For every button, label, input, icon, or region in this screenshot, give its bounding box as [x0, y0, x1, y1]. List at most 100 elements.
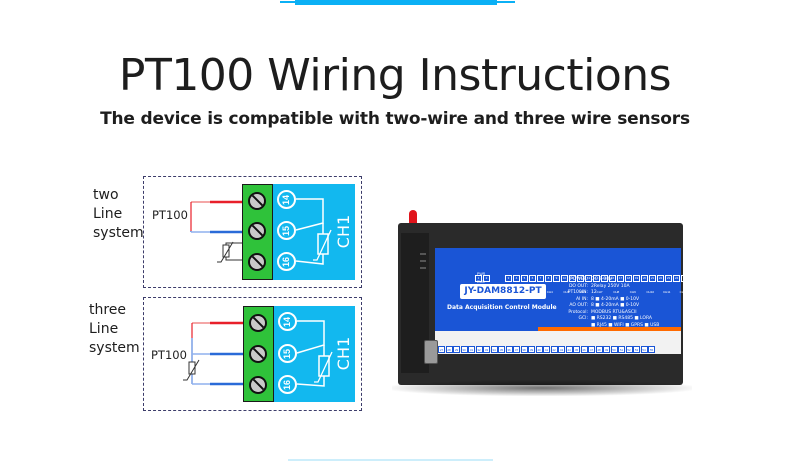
device-bottom-pin: 46	[580, 346, 588, 353]
device-bottom-pin: 31	[468, 346, 475, 353]
pin-16: 16	[278, 375, 297, 394]
device-bottom-pin: 55	[648, 346, 655, 353]
antenna	[409, 210, 417, 228]
device-bottom-pin: 37	[513, 346, 520, 353]
internal-rtd-circuit	[296, 320, 333, 387]
device-top-pin: 10	[561, 275, 568, 282]
spec-value: MODBUS RTU&ASCII	[591, 309, 637, 315]
device-top-pin: 1	[475, 275, 482, 282]
two-line-system-label: two Line system	[93, 186, 144, 243]
device-channel-label: CH4	[546, 290, 553, 294]
device-top-pin: 20	[641, 275, 648, 282]
spec-value: 12	[591, 290, 597, 295]
two-wire-diagram	[143, 176, 362, 288]
screw-terminal[interactable]	[249, 345, 267, 363]
device-top-pin: 6	[529, 275, 536, 282]
device-channel-label: CH9	[629, 290, 636, 294]
device-bottom-pin: 47	[588, 346, 595, 353]
device-top-pin: 18	[625, 275, 632, 282]
sensor-label: PT100	[151, 348, 187, 362]
three-line-system-label: three Line system	[89, 301, 140, 358]
spec-key: POWER:	[569, 277, 588, 282]
channel-panel: 14 15 16 CH1	[273, 184, 355, 280]
device-bottom-pin: 28	[445, 346, 453, 353]
spec-key	[548, 323, 588, 330]
device-bottom-pin: 49	[603, 346, 610, 353]
device-top-pin: 8	[545, 275, 552, 282]
resistor-icon	[183, 359, 200, 381]
device-bottom-pin: 54	[640, 346, 648, 353]
device-bottom-pin: 30	[460, 346, 468, 353]
device-top-pin: 15	[601, 275, 608, 282]
terminal-block	[242, 184, 273, 280]
three-wire-diagram	[143, 297, 362, 411]
pin-14: 14	[277, 190, 296, 209]
system-label-line: system	[93, 225, 144, 241]
screw-terminal[interactable]	[248, 222, 266, 240]
device-bottom-pin: 44	[565, 346, 573, 353]
channel-label: CH1	[334, 336, 354, 371]
resistor-icon	[217, 241, 242, 263]
device-top-pin: 17	[617, 275, 624, 282]
status-label-pwr: PWR	[477, 272, 486, 276]
device-top-pin: 24	[673, 275, 680, 282]
page-subtitle: The device is compatible with two-wire a…	[100, 109, 690, 129]
led-indicator	[420, 253, 426, 255]
sensor-label: PT100	[152, 208, 188, 222]
device-bottom-pin: 35	[498, 346, 505, 353]
device-bottom-pin: 38	[520, 346, 528, 353]
blue-wire	[190, 230, 242, 234]
device-channel-label: CH11	[663, 290, 671, 294]
spec-value: ■ RJ45 ■ WIFI ■ GPRS ■ USB	[591, 322, 660, 328]
spec-value: DC 7-30V	[591, 277, 613, 282]
spec-value: 8 ■ 4-20mA ■ 0-10V	[591, 296, 640, 302]
device-top-pin: 26	[689, 275, 696, 282]
spec-key: DO OUT:	[568, 283, 588, 289]
module-description: Data Acquisition Control Module	[447, 304, 557, 311]
screw-terminal[interactable]	[248, 192, 266, 210]
blue-wire	[191, 338, 244, 386]
device-bottom-pin: 36	[505, 346, 513, 353]
device-channel-label: CH12	[679, 290, 688, 294]
spec-key: Protocol:	[568, 309, 588, 315]
spec-key: PT100IN:	[567, 290, 588, 295]
pin-15: 15	[278, 344, 297, 363]
device-bottom-pin: 42	[550, 346, 558, 353]
device-bottom-pin: 34	[490, 346, 498, 353]
device-channel-label: CH6	[580, 290, 587, 294]
screw-terminal[interactable]	[249, 376, 267, 394]
device-bottom-pin: 33	[483, 346, 490, 353]
device-top-pin: 19	[633, 275, 640, 282]
channel-panel: 14 15 16 CH1	[274, 306, 355, 402]
device-bottom-pin: 51	[618, 346, 625, 353]
device-channel-label: CH10	[646, 290, 655, 294]
device-top-pin: 12	[577, 275, 584, 282]
device-bottom-pin: 50	[610, 346, 618, 353]
device-bottom-pin: 39	[528, 346, 535, 353]
device-channel-label: CH7	[596, 290, 603, 294]
orange-stripe	[538, 327, 681, 331]
system-label-line: three	[89, 302, 127, 318]
screw-terminal[interactable]	[248, 253, 266, 271]
device-bottom-pin: 27	[438, 346, 445, 353]
db9-connector	[424, 340, 438, 364]
spec-key: GCI:	[578, 316, 588, 321]
device-bottom-pin: 29	[453, 346, 460, 353]
device-channel-label: CH5	[563, 290, 570, 294]
device-bottom-pin: 45	[573, 346, 580, 353]
red-wire	[190, 200, 242, 231]
system-label-line: Line	[93, 206, 123, 222]
device-bottom-pin: 32	[475, 346, 483, 353]
spec-value: 8 ■ 4-20mA ■ 0-10V	[591, 303, 640, 308]
device-channel-label: CH8	[613, 290, 620, 294]
screw-terminal[interactable]	[249, 314, 267, 332]
device-bottom-pin: 41	[543, 346, 550, 353]
device-top-pin: 3	[505, 275, 512, 282]
device-bottom-pin: 52	[625, 346, 633, 353]
device-top-pin: 2	[483, 275, 490, 282]
pin-15: 15	[277, 221, 296, 240]
